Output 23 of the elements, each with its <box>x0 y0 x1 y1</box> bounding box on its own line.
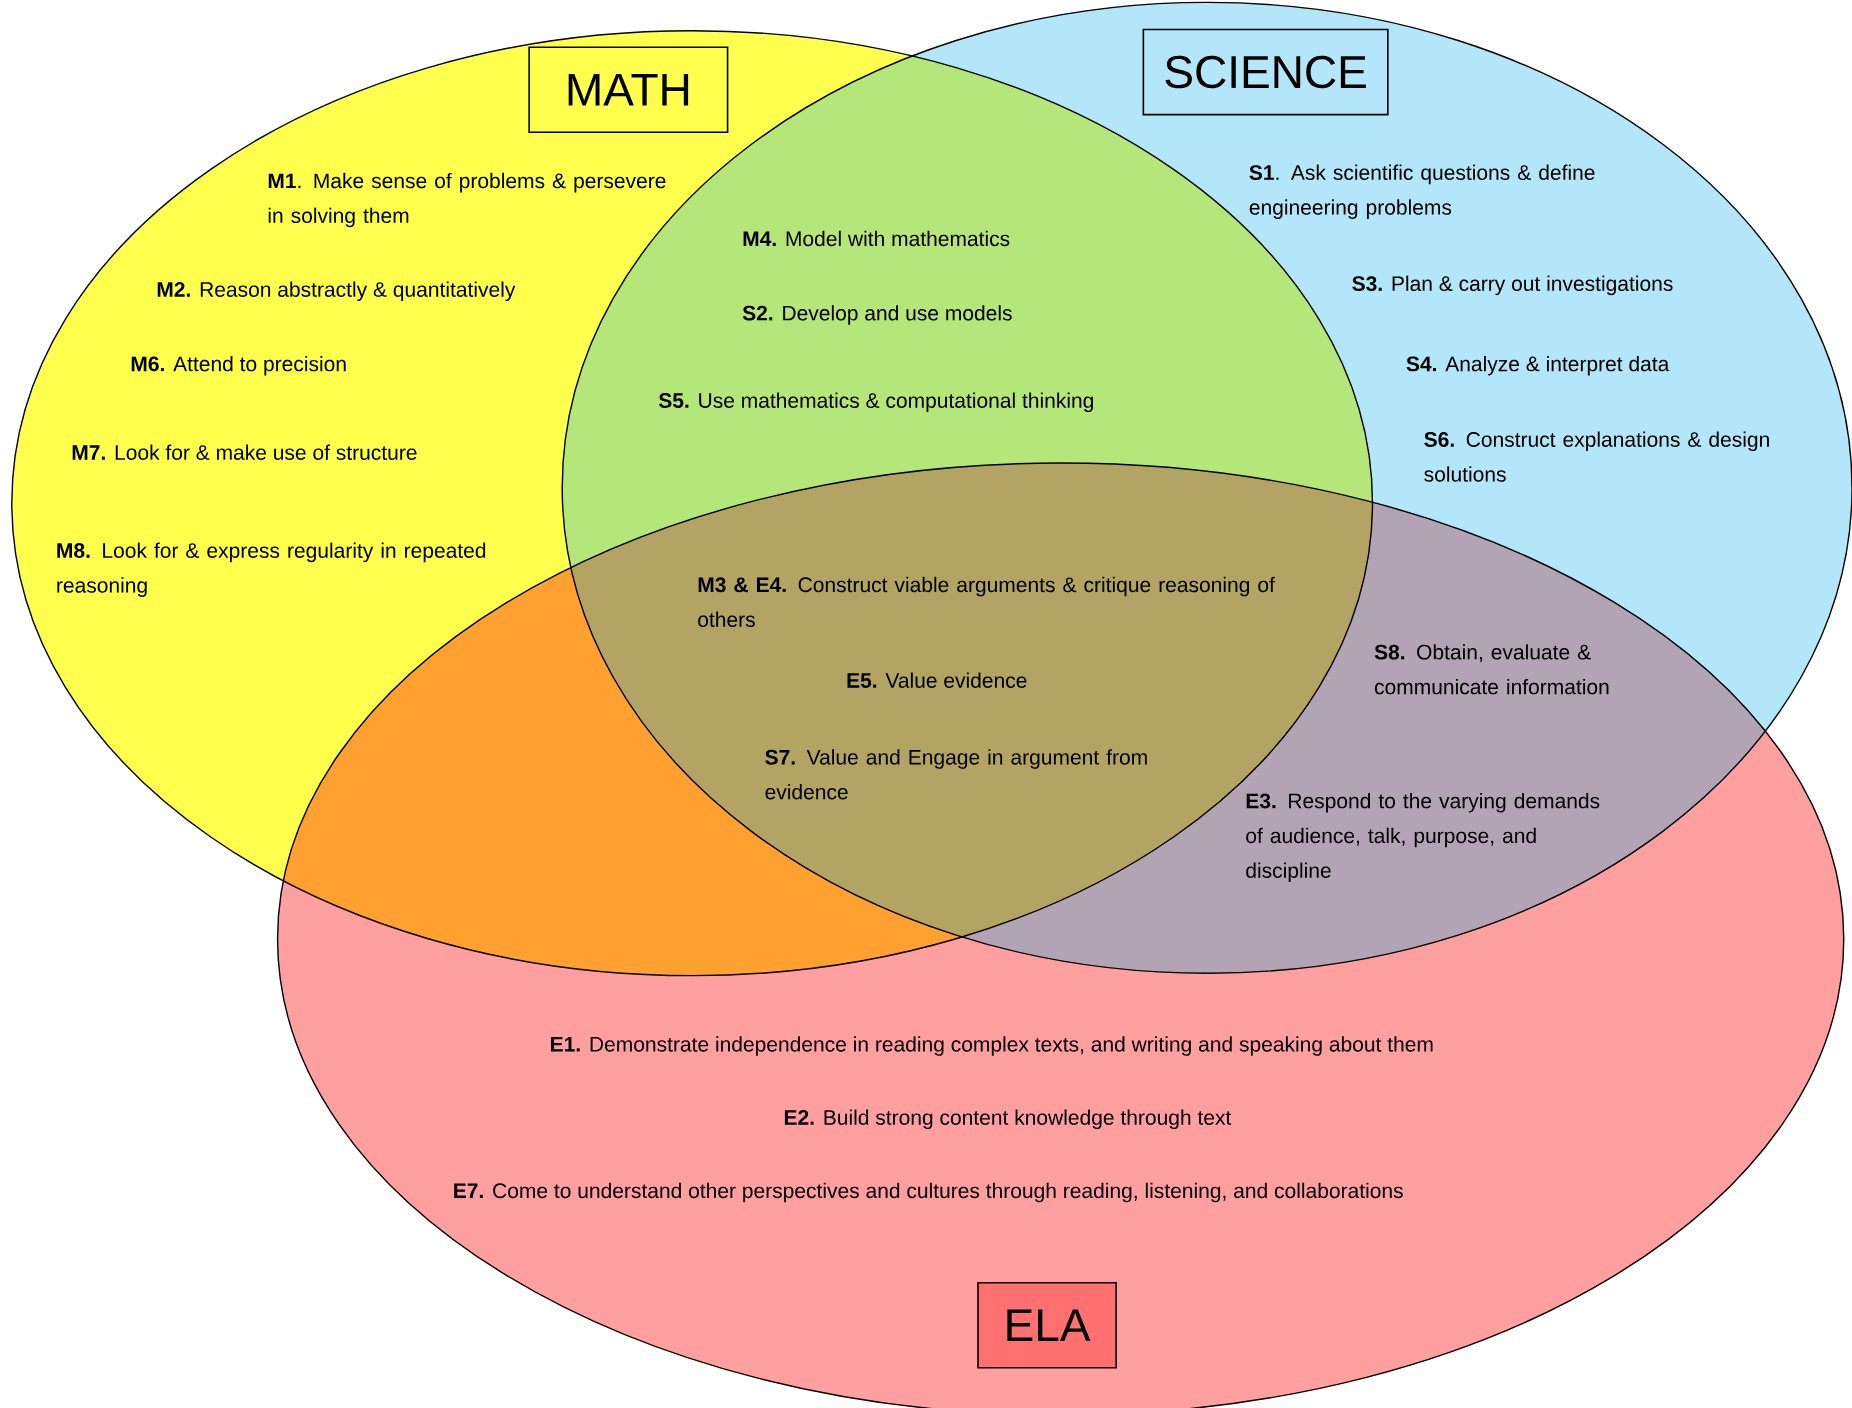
item-text: S4. Analyze & interpret data <box>1406 355 1670 376</box>
item-text: M8. Look for & express regularity in repeated reasoning <box>57 542 486 597</box>
item-text: S6. Construct explanations & design solutions <box>1424 431 1769 482</box>
heading-box: SCIENCE <box>1142 28 1389 116</box>
item-text: S7. Value and Engage in argument from evidence <box>765 749 1147 800</box>
item-text: M4. Model with mathematics <box>743 230 1010 247</box>
item-text: E2. Build strong content knowledge through text <box>784 1109 1232 1130</box>
item-text: M1. Make sense of problems & persevere in solving them <box>268 172 666 228</box>
item-text: M7. Look for & make use of structure <box>72 444 417 460</box>
item-text: S5. Use mathematics & computational thinking <box>658 392 1093 413</box>
item-text: E3. Respond to the varying demands of audience, talk, purpose, and discipline <box>1246 793 1600 883</box>
item-text: M2. Reason abstractly & quantitatively <box>157 281 516 302</box>
item-text: M3 & E4. Construct viable arguments & critique reasoning of others <box>698 576 1275 628</box>
item-text: S2. Develop and use models <box>742 305 1012 325</box>
heading-box: ELA <box>977 1281 1117 1369</box>
item-text: E7. Come to understand other perspectives and cultures through reading, listening, and collaborations <box>454 1182 1403 1203</box>
heading-box: MATH <box>528 46 729 134</box>
item-text: S1. Ask scientific questions & define engineering problems <box>1249 164 1595 219</box>
item-text: S3. Plan & carry out investigations <box>1352 275 1673 296</box>
item-text: E1. Demonstrate independence in reading complex texts, and writing and speaking about them <box>551 1036 1433 1056</box>
item-text: S8. Obtain, evaluate & communicate information <box>1374 644 1609 695</box>
item-text: M6. Attend to precision <box>131 355 346 376</box>
item-text: E5. Value evidence <box>847 672 1027 688</box>
